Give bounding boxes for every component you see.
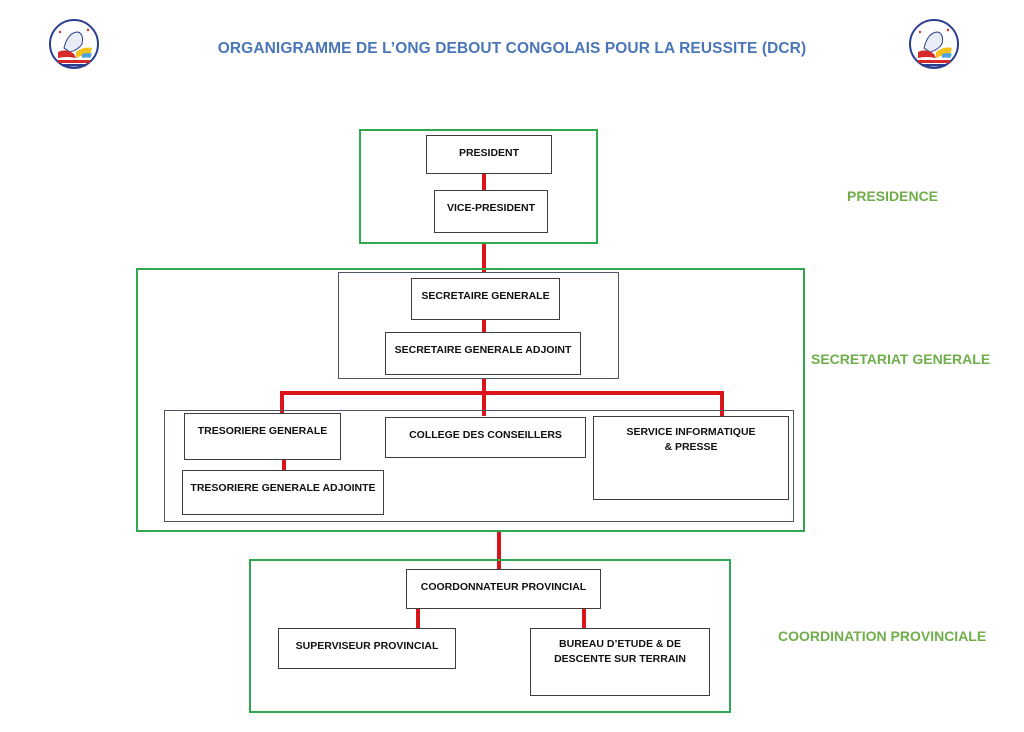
node-coordonnateur-provincial[interactable]: COORDONNATEUR PROVINCIAL [406,569,601,609]
connector-sga-branches [482,378,486,416]
connector-to-service-informatique [720,391,724,421]
node-label: TRESORIERE GENERALE [197,425,328,437]
connector-branch-bar [280,391,724,395]
connector-presidence-secretariat [482,242,486,272]
label-presidence: PRESIDENCE [847,188,939,204]
connector-to-tresoriere [280,391,284,415]
group-coordination-provinciale [249,559,731,713]
chart-title: ORGANIGRAMME DE L’ONG DEBOUT CONGOLAIS P… [217,40,807,57]
subgroup-secretariat [338,272,619,379]
dcr-logo-right [906,18,962,74]
group-secretariat-generale [136,268,805,532]
node-label: COORDONNATEUR PROVINCIAL [420,581,587,593]
dcr-logo-left [46,18,102,74]
node-bureau-etude-descente[interactable]: BUREAU D’ETUDE & DE DESCENTE SUR TERRAIN [530,628,710,696]
subgroup-branches [164,410,794,522]
node-superviseur-provincial[interactable]: SUPERVISEUR PROVINCIAL [278,628,456,669]
node-secretaire-generale[interactable]: SECRETAIRE GENERALE [411,278,560,320]
node-vice-president[interactable]: VICE-PRESIDENT [434,190,548,233]
label-coordination-provinciale: COORDINATION PROVINCIALE [778,628,987,644]
connector-president-vice [482,172,486,192]
connector-secretariat-coordination [497,530,501,570]
connector-coord-bureau [582,607,586,629]
node-label-line2: DESCENTE SUR TERRAIN [554,653,686,665]
node-label-line2: & PRESSE [664,441,718,453]
node-tresoriere-generale-adjointe[interactable]: TRESORIERE GENERALE ADJOINTE [182,470,384,515]
connector-tg-tga [282,456,286,472]
logo-emblem-icon [909,19,959,69]
node-label-line1: SERVICE INFORMATIQUE [626,426,756,438]
node-label: SECRETAIRE GENERALE [421,290,550,302]
node-label: COLLEGE DES CONSEILLERS [409,429,562,441]
node-service-informatique-presse[interactable]: SERVICE INFORMATIQUE & PRESSE [593,416,789,500]
node-label: PRESIDENT [458,147,520,159]
node-label: TRESORIERE GENERALE ADJOINTE [190,482,376,494]
group-presidence [359,129,598,244]
node-president[interactable]: PRESIDENT [426,135,552,174]
connector-sg-sga [482,318,486,334]
node-tresoriere-generale[interactable]: TRESORIERE GENERALE [184,413,341,460]
node-label: SUPERVISEUR PROVINCIAL [295,640,439,652]
logo-emblem-icon [49,19,99,69]
node-label-line1: BUREAU D’ETUDE & DE [559,638,681,650]
node-college-des-conseillers[interactable]: COLLEGE DES CONSEILLERS [385,417,586,458]
label-secretariat-generale: SECRETARIAT GENERALE [811,351,991,367]
connector-coord-superviseur [416,607,420,629]
node-label: SECRETAIRE GENERALE ADJOINT [394,344,572,356]
node-secretaire-generale-adjoint[interactable]: SECRETAIRE GENERALE ADJOINT [385,332,581,375]
node-label: VICE-PRESIDENT [446,202,536,214]
